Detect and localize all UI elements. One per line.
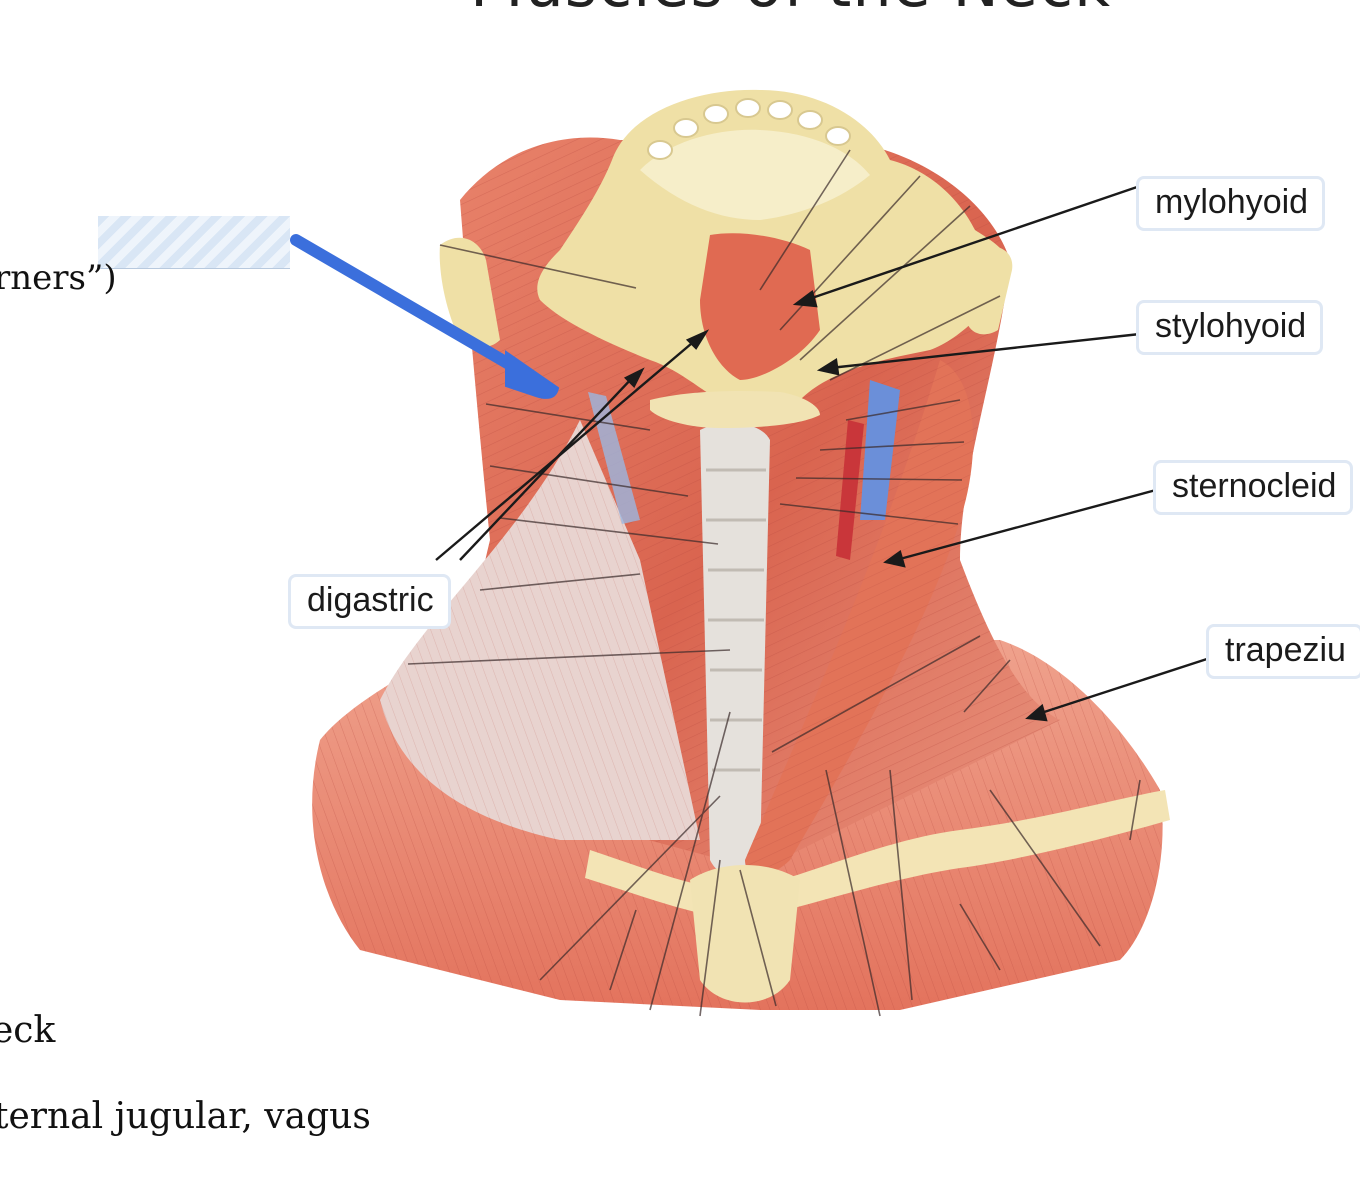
label-mylohyoid: mylohyoid [1136, 176, 1326, 231]
slide-title: Muscles of the Neck [470, 0, 1111, 21]
carotid-artery [836, 420, 864, 560]
trachea [700, 423, 770, 875]
annotation-arrow [290, 234, 560, 399]
label-stylohyoid: stylohyoid [1136, 300, 1324, 355]
side-text-corners: rners”) [0, 258, 117, 298]
sternum [690, 865, 800, 1003]
label-sternocleidomastoid: sternocleid [1153, 460, 1354, 515]
redacted-highlight [98, 216, 290, 269]
mylohyoid-muscle [700, 233, 820, 380]
side-text-neck: eck [0, 1010, 56, 1051]
vessel-left [588, 392, 640, 524]
hyoid-bone [650, 390, 820, 428]
label-digastric: digastric [288, 574, 451, 629]
mastoid-left [439, 237, 500, 348]
label-trapezius: trapeziu [1206, 624, 1360, 679]
clavicle [585, 790, 1170, 920]
side-text-jugular: ternal jugular, vagus [0, 1096, 371, 1137]
mastoid-right [966, 246, 1013, 335]
